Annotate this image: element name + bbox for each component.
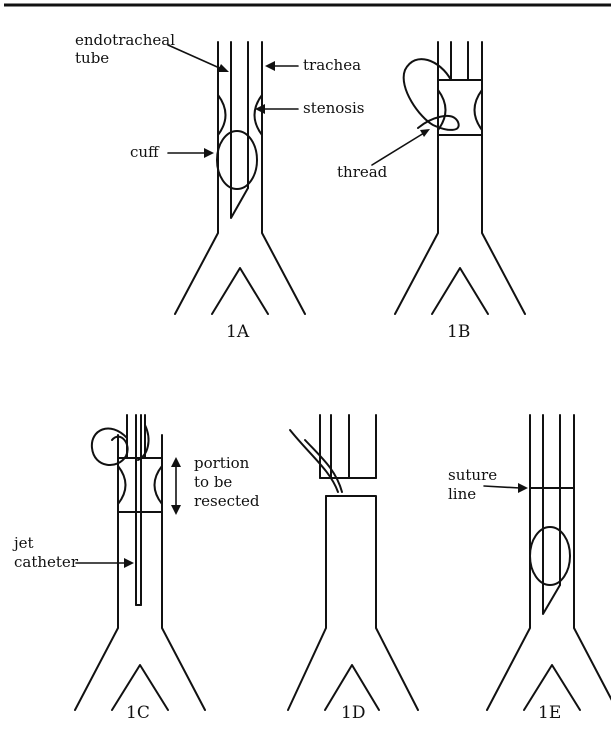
trachea-right-wall: [262, 42, 305, 314]
cuff-arrowhead: [204, 148, 214, 158]
cuff-balloon: [217, 131, 257, 189]
suture-label-line2: line: [448, 485, 476, 503]
cuff-label: cuff: [130, 143, 160, 161]
thread-tail: [138, 425, 149, 460]
panel-1e: suture line 1E: [448, 415, 611, 723]
endotracheal-label-line1: endotracheal: [75, 31, 175, 49]
panel-1a: endotracheal tube trachea stenosis cuff …: [75, 31, 365, 342]
stenosis-right: [475, 90, 483, 130]
stenosis-label: stenosis: [303, 99, 365, 117]
trachea-right-wall: [482, 42, 525, 314]
trachea-label: trachea: [303, 56, 361, 74]
thread-loop: [92, 429, 128, 466]
stenosis-left: [218, 95, 226, 135]
endotracheal-pointer: [168, 45, 224, 70]
suture-pointer: [484, 486, 520, 488]
trachea-left-wall: [487, 415, 530, 710]
jet-catheter-label-line1: jet: [12, 534, 34, 552]
panel-1d: 1D: [288, 415, 418, 723]
jet-catheter-arrowhead: [124, 558, 134, 568]
panel-label-1e: 1E: [538, 703, 561, 723]
panel-1b: thread 1B: [337, 42, 525, 342]
portion-label-line1: portion: [194, 454, 250, 472]
portion-label-line2: to be: [194, 473, 232, 491]
trachea-left-wall: [75, 435, 118, 710]
endotracheal-label-line2: tube: [75, 49, 109, 67]
distal-trachea-right: [326, 496, 418, 710]
resection-span-arrow-up: [171, 457, 181, 467]
suture-label-line1: suture: [448, 466, 497, 484]
panel-1c: portion to be resected jet catheter 1C: [12, 415, 260, 723]
thread-pointer: [372, 133, 424, 165]
tube-bevel-tip: [543, 585, 560, 614]
thread-strand-2: [305, 440, 342, 492]
cuff-balloon: [530, 527, 570, 585]
jet-catheter-label-line2: catheter: [14, 553, 79, 571]
thread-arrowhead: [420, 129, 430, 137]
stenosis-left: [118, 466, 126, 504]
trachea-right-wall: [574, 415, 611, 710]
tube-bevel-tip: [231, 188, 248, 218]
stenosis-right: [155, 466, 163, 504]
panel-label-1a: 1A: [226, 322, 250, 342]
distal-trachea-left: [288, 496, 326, 710]
resection-span-arrow-down: [171, 505, 181, 515]
trachea-arrowhead: [265, 61, 275, 71]
trachea-left-wall: [175, 42, 218, 314]
suture-arrowhead: [518, 483, 528, 493]
stenosis-right: [255, 95, 263, 135]
carina: [432, 268, 488, 314]
panel-label-1c: 1C: [126, 703, 150, 723]
portion-label-line3: resected: [194, 492, 260, 510]
panel-label-1b: 1B: [447, 322, 470, 342]
panel-label-1d: 1D: [341, 703, 365, 723]
stenosis-left: [438, 90, 446, 130]
carina: [212, 268, 268, 314]
trachea-left-wall: [395, 42, 438, 314]
thread-label: thread: [337, 163, 388, 181]
